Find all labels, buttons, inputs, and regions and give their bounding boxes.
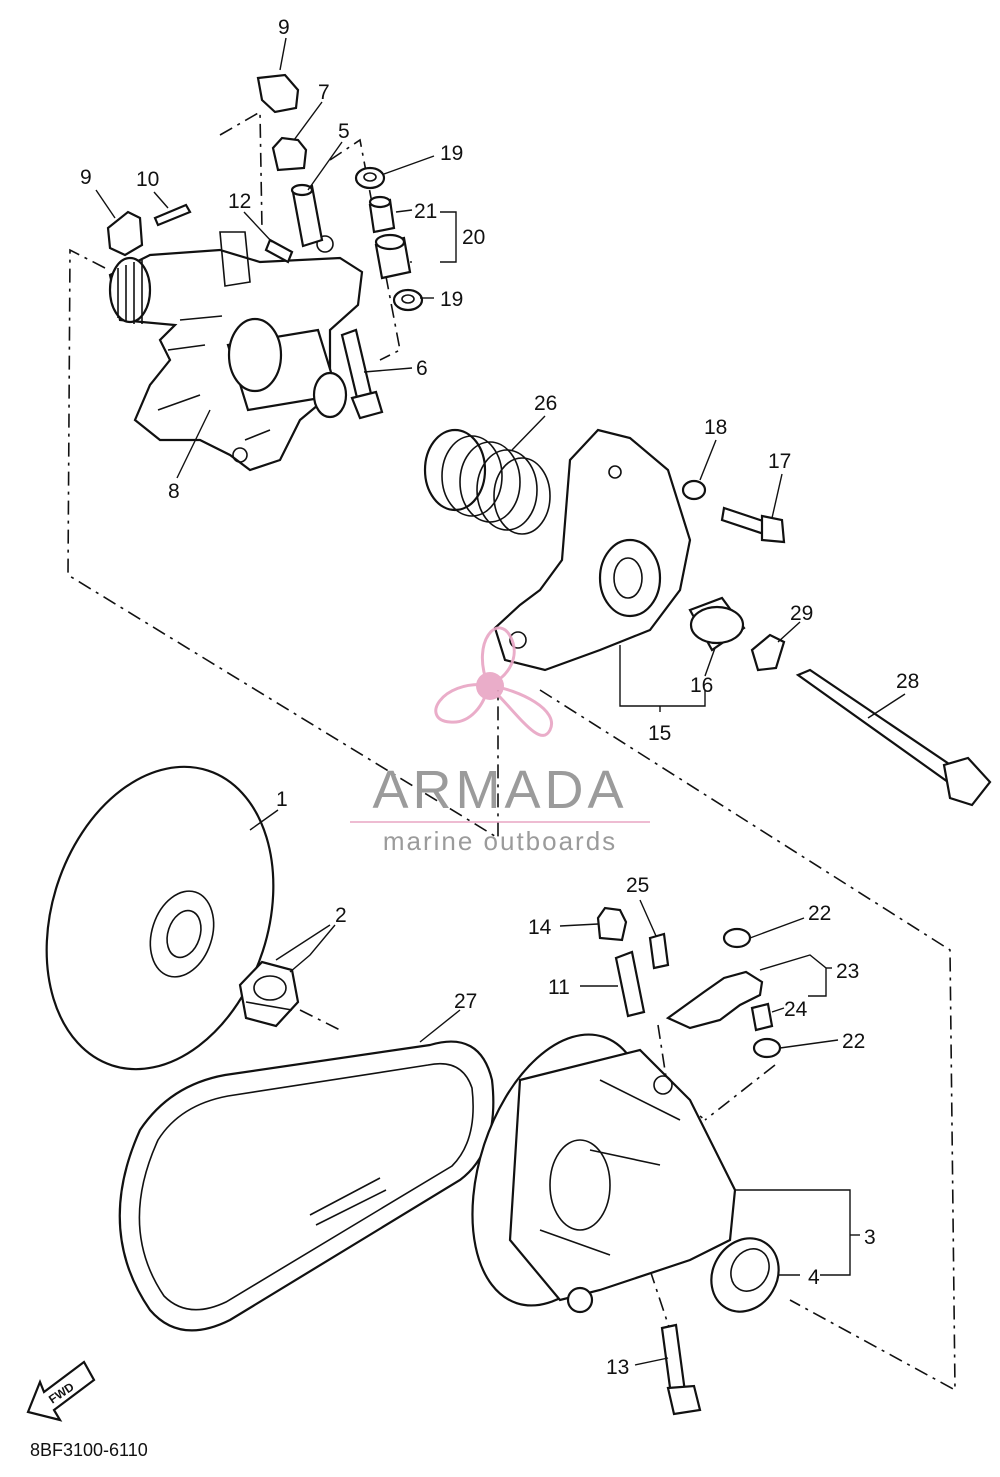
- label-6: 6: [416, 357, 428, 380]
- label-23: 23: [836, 960, 859, 983]
- bearing-halves-part: [238, 960, 300, 1028]
- collar-24-part: [750, 1002, 774, 1032]
- propeller-logo-icon: [434, 626, 554, 737]
- label-25: 25: [626, 874, 649, 897]
- leader-lines: [95, 37, 906, 1366]
- label-9-top: 9: [278, 16, 290, 39]
- label-29: 29: [790, 602, 813, 625]
- label-12: 12: [228, 190, 251, 213]
- label-24: 24: [784, 998, 808, 1021]
- washer-18-part: [681, 479, 707, 501]
- label-22-bottom: 22: [842, 1030, 865, 1053]
- label-28: 28: [896, 670, 919, 693]
- oil-seal-part: [710, 1237, 780, 1313]
- slider-left-part: [106, 210, 144, 257]
- bolt-13-part: [660, 1323, 687, 1397]
- armada-watermark: ARMADA marine outboards: [350, 626, 650, 856]
- label-26: 26: [534, 392, 557, 415]
- label-22-top: 22: [808, 902, 831, 925]
- label-27: 27: [454, 990, 477, 1013]
- slider-top-part: [256, 73, 300, 114]
- label-9-left: 9: [80, 166, 92, 189]
- drawing-code: 8BF3100-6110: [30, 1440, 148, 1460]
- drive-belt-part: [118, 1040, 495, 1332]
- bolt-17-part: [720, 506, 768, 536]
- label-19-top: 19: [440, 142, 463, 165]
- label-18: 18: [704, 416, 727, 439]
- spring-pin-part: [264, 238, 294, 264]
- label-7: 7: [318, 81, 330, 104]
- watermark-brand: ARMADA: [372, 760, 627, 820]
- part-labels: 9 7 5 19 21 20 19 6 9 10 12 8 26 18 17 2…: [80, 16, 919, 1379]
- primary-sheave-part: [45, 765, 275, 1071]
- label-13: 13: [606, 1356, 629, 1379]
- shaft-11-part: [614, 950, 646, 1018]
- label-15: 15: [648, 722, 671, 745]
- watermark-tagline: marine outboards: [383, 826, 617, 856]
- washer-bottom-part: [392, 288, 424, 312]
- label-14: 14: [528, 916, 552, 939]
- clip-part: [750, 633, 786, 672]
- nut-14-part: [596, 906, 628, 942]
- primary-housing-part: [471, 1033, 737, 1314]
- washer-22-top-part: [722, 927, 752, 949]
- secondary-fixed-sheave-part: [108, 231, 364, 472]
- washer-22-bottom-part: [752, 1037, 782, 1059]
- label-16: 16: [690, 674, 713, 697]
- label-3: 3: [864, 1226, 876, 1249]
- label-2: 2: [335, 904, 347, 927]
- label-11: 11: [548, 976, 570, 999]
- label-10: 10: [136, 168, 159, 191]
- nut-part: [271, 136, 308, 172]
- spring-part: [423, 428, 551, 535]
- label-20: 20: [462, 226, 485, 249]
- long-bolt-part: [795, 668, 960, 784]
- pin-part: [153, 203, 192, 227]
- label-5: 5: [338, 120, 350, 143]
- label-17: 17: [768, 450, 791, 473]
- label-4: 4: [808, 1266, 820, 1289]
- sliding-cam-part: [493, 428, 692, 672]
- fwd-arrow: FWD: [26, 1360, 96, 1422]
- label-1: 1: [276, 788, 288, 811]
- label-19-bottom: 19: [440, 288, 463, 311]
- label-8: 8: [168, 480, 180, 503]
- plate-part: [665, 970, 764, 1030]
- pin-25-part: [648, 932, 670, 970]
- label-21: 21: [414, 200, 437, 223]
- washer-top-part: [354, 166, 386, 190]
